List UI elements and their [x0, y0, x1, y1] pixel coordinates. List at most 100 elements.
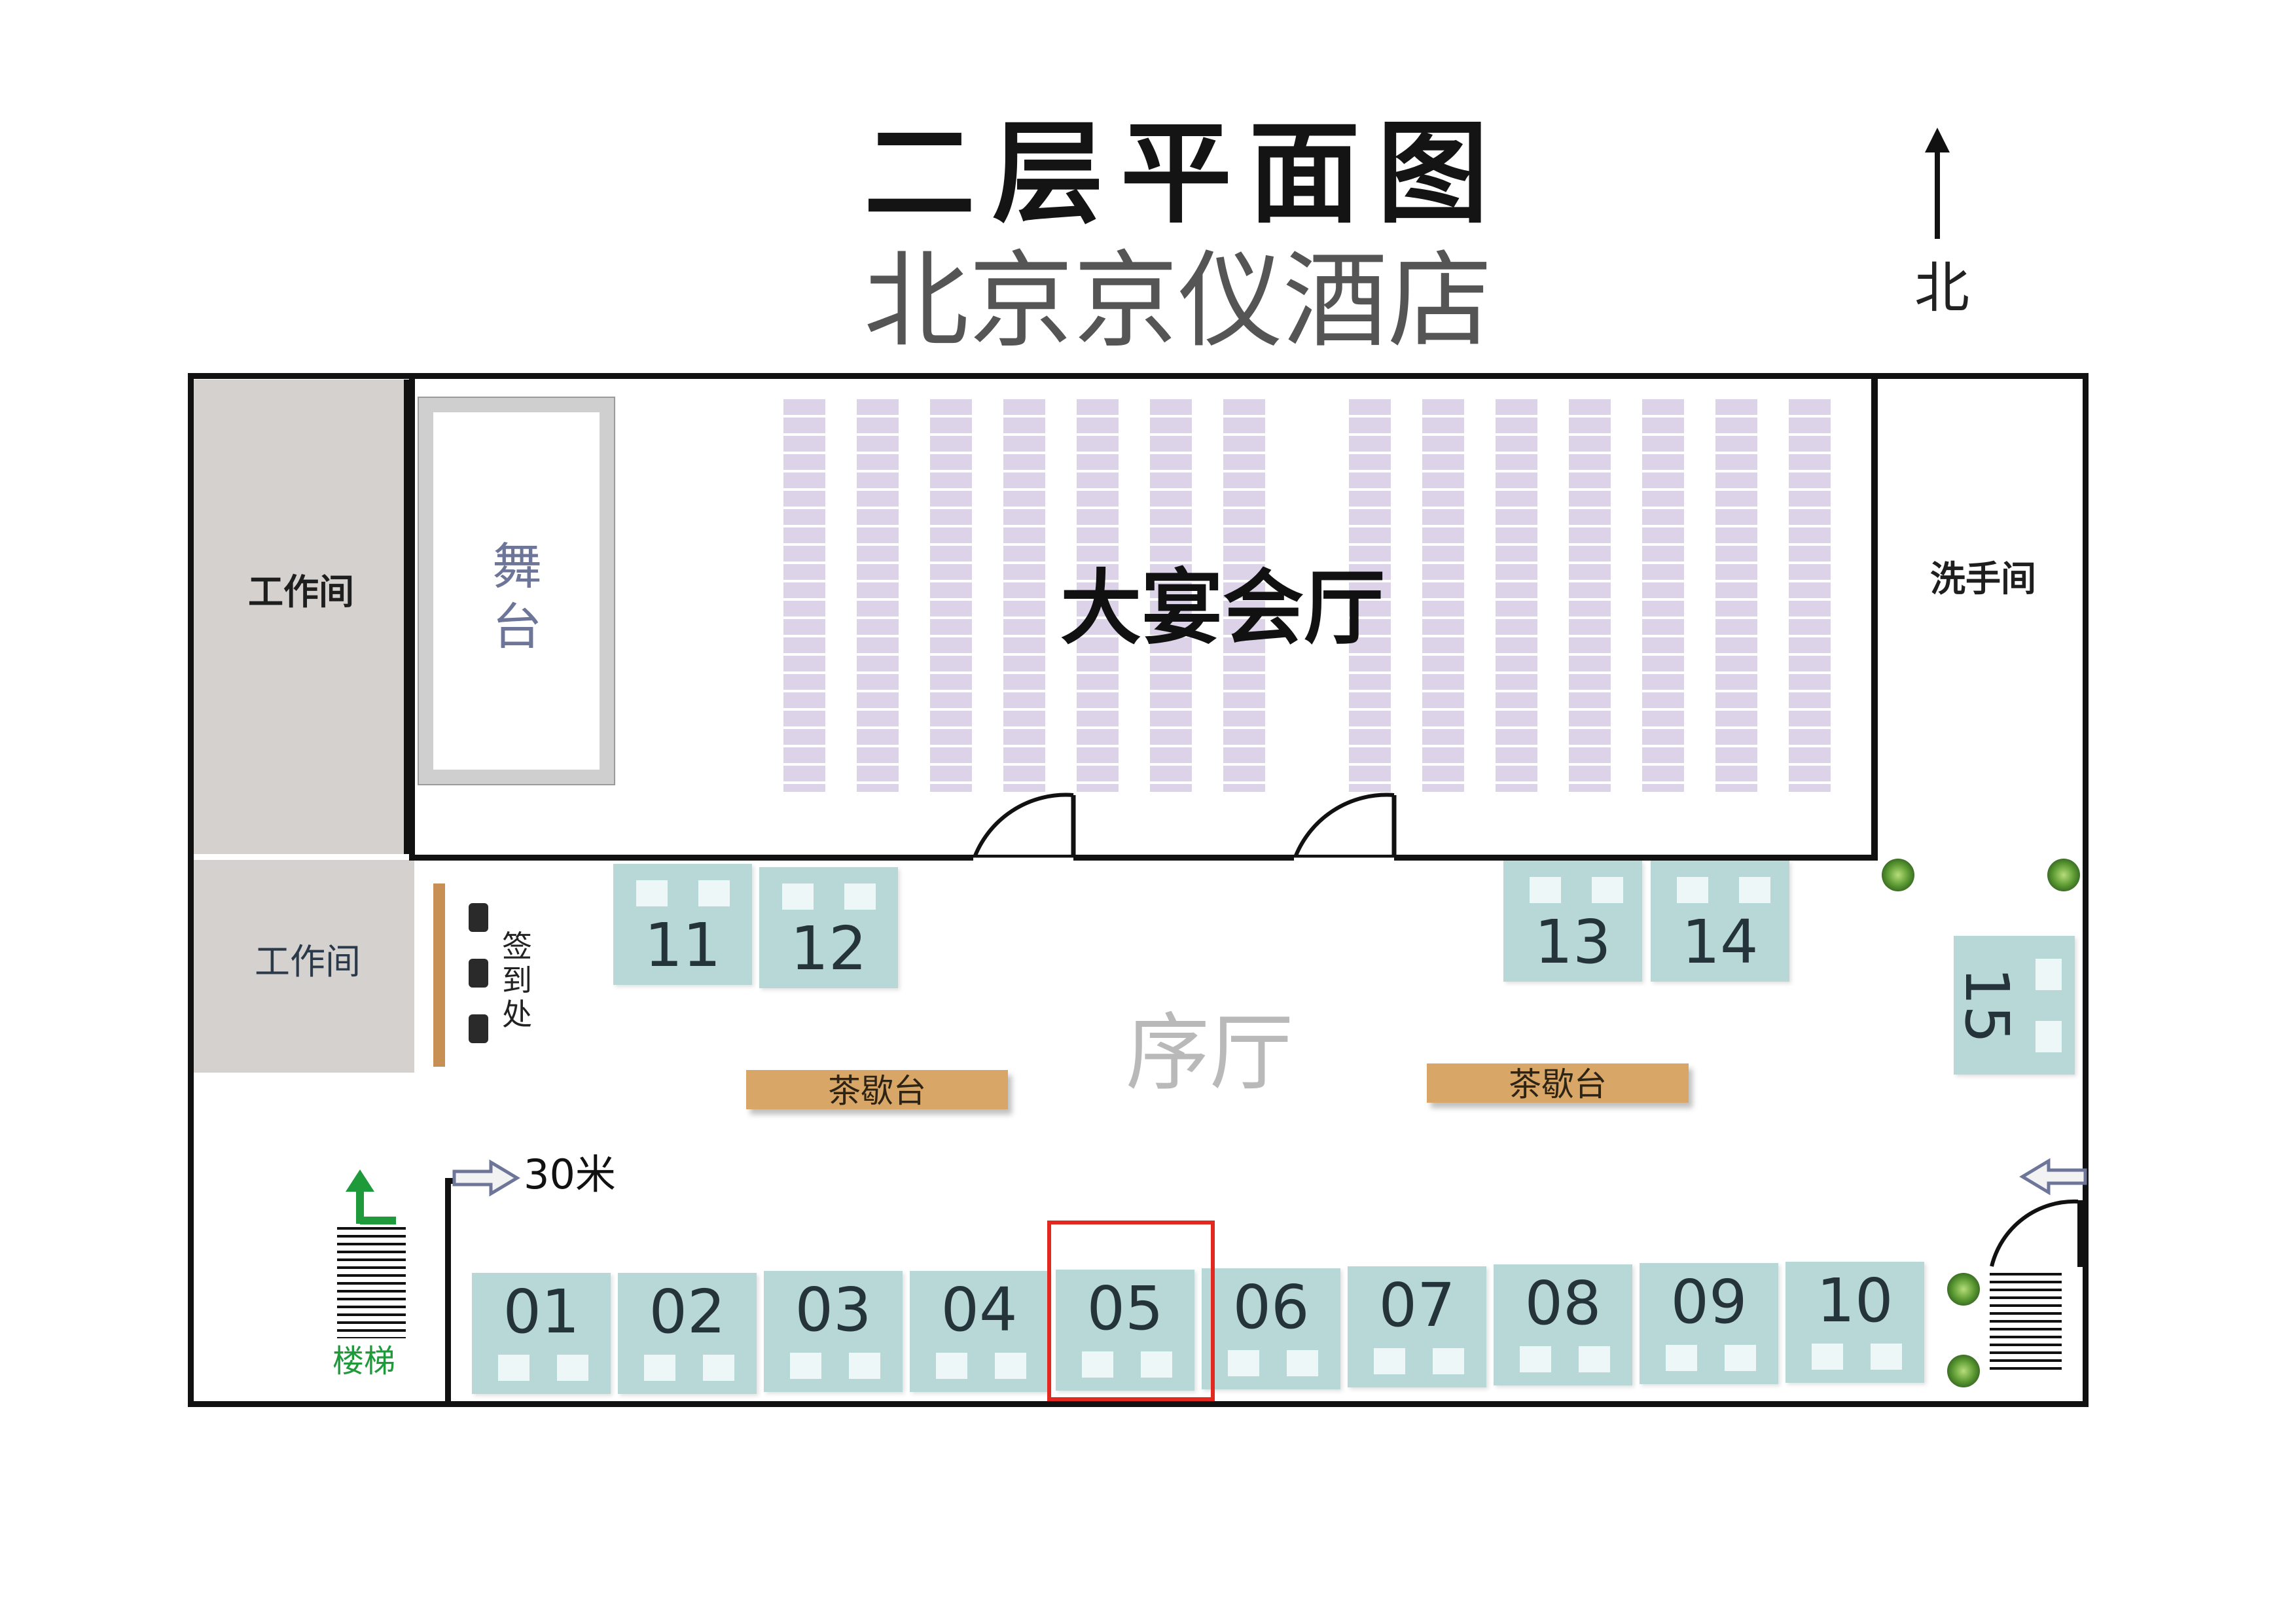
booth-number: 12 [790, 914, 867, 984]
plant-icon [1947, 1273, 1980, 1306]
booth-marker [498, 1355, 529, 1381]
booth-13[interactable]: 13 [1503, 861, 1642, 982]
booth-marker [1739, 877, 1770, 903]
signin-label: 签到处 [502, 929, 532, 1032]
highlighted-booth-frame [1047, 1221, 1215, 1401]
stairs-label: 楼梯 [332, 1343, 396, 1380]
plant-icon [1882, 859, 1914, 891]
booth-marker [1374, 1348, 1405, 1374]
booth-number: 09 [1670, 1267, 1748, 1337]
tea-station: 茶歇台 [1427, 1063, 1689, 1103]
wall-opening [1885, 852, 1957, 858]
booth-number: 15 [1952, 967, 2022, 1044]
booth-number: 04 [941, 1275, 1018, 1345]
seat-column [1349, 399, 1391, 792]
booth-marker [1082, 1351, 1113, 1378]
booth-03[interactable]: 03 [764, 1271, 903, 1392]
booth-marker [1725, 1345, 1756, 1371]
hall-door-right[interactable] [1286, 789, 1404, 867]
hall-door-left[interactable] [965, 789, 1083, 867]
banquet-hall-label: 大宴会厅 [1060, 562, 1386, 656]
chair [469, 959, 488, 988]
booth-marker [1677, 877, 1708, 903]
workroom-bottom-label: 工作间 [255, 941, 361, 982]
booth-marker [698, 880, 730, 906]
lobby-label: 序厅 [1126, 1005, 1294, 1102]
booth-marker [1812, 1344, 1843, 1370]
booth-14[interactable]: 14 [1651, 861, 1789, 982]
booth-marker [1579, 1346, 1610, 1372]
chair [469, 1014, 488, 1043]
booth-marker [2036, 959, 2062, 990]
booth-number: 07 [1378, 1270, 1456, 1340]
seat-column [1223, 399, 1265, 792]
booth-11[interactable]: 11 [613, 864, 752, 985]
booth-marker [636, 880, 668, 906]
booth-06[interactable]: 06 [1202, 1268, 1340, 1389]
workroom-bottom [194, 860, 414, 1073]
north-arrow-icon [1925, 128, 1950, 239]
booth-marker [844, 883, 876, 910]
booth-marker [1871, 1344, 1902, 1370]
booth-marker [849, 1353, 880, 1379]
seat-column [1569, 399, 1611, 792]
seat-column [1422, 399, 1464, 792]
booth-01[interactable]: 01 [472, 1273, 611, 1394]
stage [418, 397, 615, 785]
plant-icon [2047, 859, 2080, 891]
booth-number: 02 [649, 1277, 726, 1347]
side-door[interactable] [1986, 1198, 2088, 1270]
seat-column [1003, 399, 1045, 792]
chair [469, 903, 488, 932]
booth-marker [1141, 1351, 1172, 1378]
seat-column [1789, 399, 1831, 792]
booth-08[interactable]: 08 [1494, 1264, 1632, 1385]
booth-marker [790, 1353, 821, 1379]
booth-04[interactable]: 04 [910, 1271, 1049, 1392]
north-label: 北 [1914, 256, 1970, 320]
stairs-up-arrow-icon [346, 1169, 396, 1224]
booth-09[interactable]: 09 [1640, 1263, 1778, 1384]
seat-column [1077, 399, 1119, 792]
partition-wall [445, 1181, 451, 1407]
booth-marker [1666, 1345, 1697, 1371]
booth-05[interactable]: 05 [1056, 1270, 1194, 1391]
booth-number: 06 [1232, 1272, 1310, 1342]
booth-10[interactable]: 10 [1785, 1262, 1924, 1383]
booth-marker [995, 1353, 1026, 1379]
booth-12[interactable]: 12 [759, 867, 898, 988]
seat-column [1715, 399, 1757, 792]
workroom-top [194, 380, 410, 854]
booth-15[interactable]: 15 [1952, 936, 2075, 1075]
booth-marker [557, 1355, 588, 1381]
seat-column [783, 399, 825, 792]
seat-column [1496, 399, 1537, 792]
distance-label: 30米 [524, 1150, 616, 1198]
stairs-left[interactable] [337, 1227, 406, 1338]
booth-marker [2036, 1021, 2062, 1052]
tea-station: 茶歇台 [746, 1070, 1008, 1110]
booth-07[interactable]: 07 [1348, 1266, 1486, 1387]
map-title: 二层平面图 [864, 108, 1506, 239]
booth-marker [1592, 877, 1623, 903]
workroom-top-label: 工作间 [248, 571, 354, 613]
booth-number: 08 [1524, 1268, 1602, 1338]
seat-column [1150, 399, 1192, 792]
seat-column [1642, 399, 1684, 792]
booth-marker [936, 1353, 967, 1379]
direction-arrow-icon [452, 1159, 520, 1197]
seat-column [857, 399, 899, 792]
signin-desk [433, 883, 445, 1067]
booth-number: 10 [1816, 1266, 1893, 1336]
restroom [1872, 373, 2089, 861]
booth-marker [1287, 1350, 1318, 1376]
booth-02[interactable]: 02 [618, 1273, 757, 1394]
booth-number: 03 [795, 1275, 872, 1345]
booth-number: 14 [1681, 907, 1759, 977]
booth-number: 13 [1534, 907, 1611, 977]
stairs-right[interactable] [1990, 1273, 2062, 1374]
booth-marker [782, 883, 814, 910]
booth-marker [703, 1355, 734, 1381]
entrance-arrow-icon [2019, 1158, 2087, 1196]
booth-marker [1228, 1350, 1259, 1376]
